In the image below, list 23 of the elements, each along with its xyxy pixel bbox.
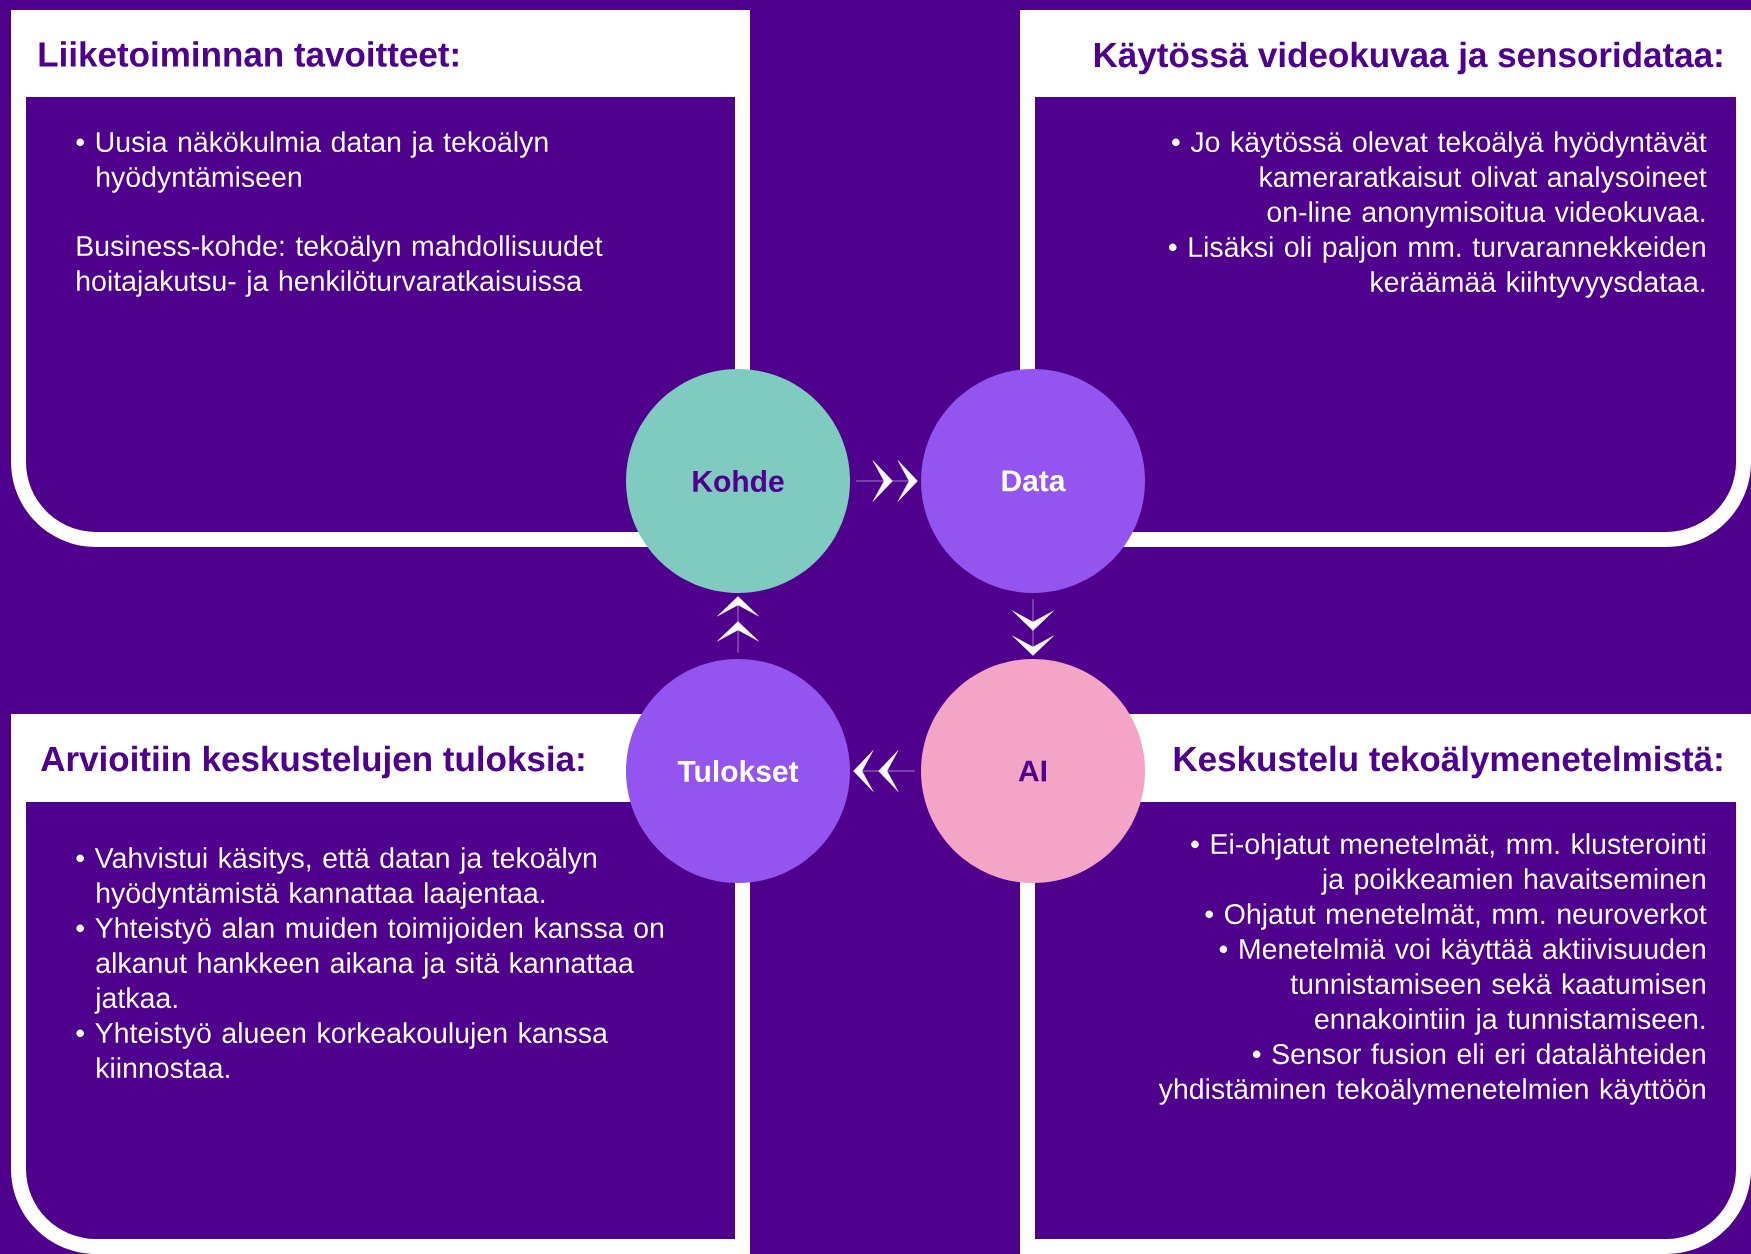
bullet-text: • Menetelmiä voi käyttää aktiivisuuden tunnistamiseen sekä kaatumisen ennakointiin ja tunnistamiseen. — [1219, 938, 1705, 1035]
bullet-text: • Ohjatut menetelmät, mm. neuroverkot — [1205, 903, 1707, 930]
bullet-text: • Sensor fusion eli eri datalähteiden yhdistäminen tekoälymenetelmien käyttöön — [1158, 1043, 1705, 1105]
bullet-text: • Yhteistyö alueen korkeakoulujen kanssa kiinnostaa. — [76, 1022, 608, 1079]
chevron-arrow — [717, 596, 759, 654]
panel-heading: Keskustelu tekoälymenetelmistä: — [1174, 745, 1722, 779]
paragraph-text: Business-kohde: tekoälyn mahdollisuudet hoitajakutsu- ja henkilöturvaratkaisuissa — [77, 235, 603, 297]
circle-node: Data — [921, 369, 1145, 593]
circle-node: Kohde — [626, 369, 850, 593]
bullet-text: • Uusia näkökulmia datan ja tekoälyn hyödyntämiseen — [76, 131, 548, 193]
chevron-arrow — [855, 460, 918, 502]
chevron-arrow — [1012, 598, 1054, 656]
panel-heading: Arvioitiin keskustelujen tuloksia: — [41, 745, 584, 779]
panel-heading: Liiketoiminnan tavoitteet: — [39, 41, 458, 67]
bullet-text: • Lisäksi oli paljon mm. turvarannekkeiden keräämää kiihtyvyysdataa. — [1168, 236, 1705, 298]
circle-node: AI — [921, 659, 1145, 883]
chevron-arrow — [853, 750, 916, 792]
bullet-text: • Ei-ohjatut menetelmät, mm. klusterointi ja poikkeamien havaitseminen — [1191, 833, 1705, 895]
bullet-text: • Jo käytössä olevat tekoälyä hyödyntävät kameraratkaisut olivat analysoineet on-line anonymisoitua videokuvaa. — [1172, 131, 1707, 228]
bullet-text: • Vahvistui käsitys, että datan ja tekoälyn hyödyntämistä kannattaa laajentaa. — [76, 847, 596, 909]
circle-node: Tulokset — [626, 659, 850, 883]
panel-heading: Käytössä videokuvaa ja sensoridataa: — [1094, 41, 1722, 75]
bullet-text: • Yhteistyö alan muiden toimijoiden kanssa on alkanut hankkeen aikana ja sitä kannattaa jatkaa. — [76, 917, 663, 1014]
